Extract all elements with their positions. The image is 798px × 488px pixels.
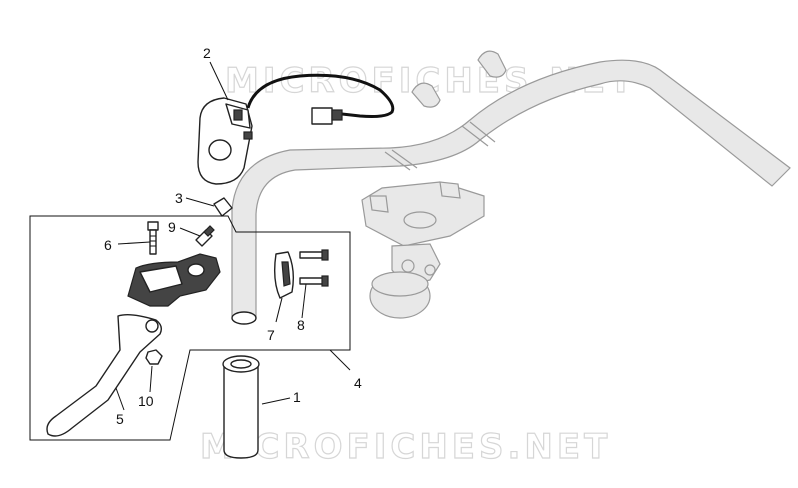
lever-clamp-half bbox=[273, 251, 295, 299]
handlebar-clamp-assembly bbox=[361, 50, 507, 319]
callout-3: 3 bbox=[175, 190, 183, 206]
pivot-nut bbox=[145, 349, 163, 365]
callout-7: 7 bbox=[267, 327, 275, 343]
assembly-outline bbox=[29, 215, 351, 441]
callout-9: 9 bbox=[168, 219, 176, 235]
callout-8: 8 bbox=[297, 317, 305, 333]
end-plug bbox=[213, 197, 233, 217]
handle-grip bbox=[222, 355, 260, 459]
callout-4: 4 bbox=[354, 375, 362, 391]
handlebar bbox=[231, 59, 791, 325]
clamp-screws bbox=[299, 249, 329, 287]
clutch-lever bbox=[46, 313, 163, 437]
callout-6: 6 bbox=[104, 237, 112, 253]
leader-lines bbox=[115, 61, 351, 411]
cable-connector bbox=[311, 107, 333, 125]
lever-adjuster bbox=[195, 225, 215, 247]
lever-pivot bbox=[145, 319, 159, 333]
callout-1: 1 bbox=[293, 389, 301, 405]
switch-bore bbox=[208, 139, 232, 161]
pivot-screw bbox=[147, 221, 159, 255]
lever-bracket bbox=[127, 253, 221, 307]
callout-5: 5 bbox=[116, 411, 124, 427]
callout-2: 2 bbox=[203, 45, 211, 61]
callout-10: 10 bbox=[138, 393, 154, 409]
handlebar-end bbox=[231, 311, 257, 325]
switch-housing bbox=[197, 73, 395, 185]
watermark-bottom: MICROFICHES.NET bbox=[200, 427, 611, 467]
